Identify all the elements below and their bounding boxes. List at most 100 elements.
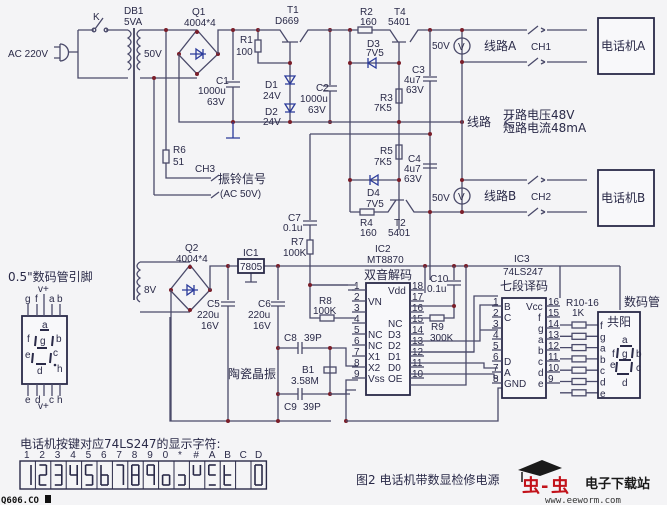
- ic1-regulator: [237, 258, 265, 274]
- ic2-pin-name: NC: [388, 319, 402, 330]
- short-current-label: 短路电流48mA: [503, 120, 587, 135]
- voltmeter-b: V: [453, 187, 471, 205]
- ic2-pin-name: NC: [368, 330, 382, 341]
- r3-value: 7K5: [374, 103, 392, 114]
- resistor: [571, 332, 587, 340]
- pinout-vplus-top: v+: [38, 284, 49, 295]
- disp-seg-g: g: [622, 349, 628, 360]
- secondary-50v: 50V: [144, 49, 162, 60]
- c4-voltage: 63V: [404, 174, 422, 185]
- resistor: [571, 389, 587, 397]
- keymap-key-label: C: [240, 450, 247, 461]
- c9-ref: C9: [284, 402, 297, 413]
- r4-value: 160: [360, 228, 377, 239]
- ring-signal-sub: (AC 50V): [220, 189, 261, 200]
- ic2-pin-num: 14: [412, 325, 424, 336]
- ch1-label: CH1: [531, 42, 551, 53]
- transformer-db1: [126, 28, 142, 303]
- switch-k[interactable]: [91, 17, 109, 33]
- c5-voltage: 16V: [201, 321, 219, 332]
- disp-seg-b: b: [636, 349, 642, 360]
- q1-ref: Q1: [192, 7, 206, 18]
- pin-seg-b: b: [56, 334, 62, 345]
- ic2-pin-num: 5: [354, 325, 360, 336]
- resistor-pack-r10-16: [560, 321, 598, 397]
- d4-value: 7V5: [366, 199, 384, 210]
- line-label: 线路: [467, 114, 491, 129]
- q2-ref: Q2: [185, 243, 199, 254]
- figure-caption: 图2 电话机带数显检修电源: [356, 472, 499, 487]
- ic1-value: 7805: [240, 262, 263, 273]
- d2-ref: D2: [265, 107, 278, 118]
- c10-value: 0.1u: [427, 284, 446, 295]
- line-a-label: 线路A: [484, 38, 517, 53]
- pinout-top-pin: g: [25, 294, 31, 305]
- c5-ref: C5: [207, 299, 220, 310]
- db1-rating: 5VA: [124, 17, 142, 28]
- phone-a-label: 电话机A: [601, 39, 646, 53]
- c3-voltage: 63V: [406, 85, 424, 96]
- ic3-pin-num: 15: [548, 308, 560, 319]
- r9-ref: R9: [431, 322, 444, 333]
- crystal-label: 陶瓷晶振: [228, 366, 276, 381]
- ic2-pin-name: Vss: [368, 374, 385, 385]
- keymap-key-label: 2: [39, 450, 45, 461]
- ic3-ref: IC3: [514, 254, 530, 265]
- pinout-top-pin: f: [35, 294, 38, 305]
- display-pin-label: d: [600, 378, 606, 389]
- ic1-ref: IC1: [243, 248, 259, 259]
- ic2-pin-name: NC: [368, 341, 382, 352]
- ic3-pin-num: 11: [548, 352, 559, 363]
- d1-ref: D1: [265, 80, 278, 91]
- svg-text:虫: 虫: [522, 475, 540, 497]
- ic2-pin-num: 8: [354, 358, 360, 369]
- pin-seg-f: f: [27, 334, 30, 345]
- ch2-switch[interactable]: [527, 175, 547, 217]
- c1-voltage: 63V: [207, 97, 225, 108]
- display-pin-label: e: [600, 389, 606, 400]
- ic3-pin-num: 3: [493, 319, 499, 330]
- t1-ref: T1: [287, 5, 299, 16]
- resistor: [571, 321, 587, 329]
- r7-ref: R7: [291, 237, 304, 248]
- ic3-pin-num: 12: [548, 341, 560, 352]
- display-pin-label: c: [600, 366, 605, 377]
- t2-value: 5401: [388, 228, 411, 239]
- pin-seg-a: a: [42, 320, 48, 331]
- c1-ref: C1: [216, 76, 229, 87]
- ic2-pin-num: 17: [412, 292, 424, 303]
- disp-seg-f: f: [612, 349, 615, 360]
- ic2-pin-num: 18: [412, 281, 424, 292]
- c7-value: 0.1u: [283, 223, 302, 234]
- pinout-bottom-pin: c: [49, 395, 54, 406]
- watermark-brand: 电子下载站: [585, 476, 650, 492]
- c2-value: 1000u: [300, 94, 328, 105]
- keymap-key-label: A: [209, 450, 216, 461]
- ic3-pin-num: 5: [493, 341, 499, 352]
- c10-ref: C10: [430, 274, 449, 285]
- keymap-key-label: #: [193, 450, 199, 461]
- zener-d1-d2: [283, 75, 297, 114]
- q1-value: 4004*4: [184, 18, 216, 29]
- keymap-key-label: 5: [86, 450, 92, 461]
- ic3-pin-num: 14: [548, 319, 560, 330]
- disp-seg-a: a: [622, 335, 628, 346]
- r8-value: 100K: [313, 306, 337, 317]
- c3-value: 4u7: [404, 75, 421, 86]
- ch1-switch[interactable]: [527, 25, 547, 67]
- pinout-vplus-bottom: v+: [38, 401, 49, 412]
- ic2-pin-num: 15: [412, 314, 424, 325]
- svg-text:V: V: [458, 42, 465, 53]
- ic2-pin-name: D2: [388, 341, 401, 352]
- disp-seg-d: d: [622, 378, 628, 389]
- c3-ref: C3: [412, 65, 425, 76]
- pin-seg-c: c: [53, 348, 58, 359]
- watermark-left: Q606.CO: [1, 496, 40, 505]
- ic2-part: MT8870: [367, 255, 404, 266]
- ic3-pin-name: GND: [504, 379, 526, 390]
- ic3-pin-num: 13: [548, 330, 560, 341]
- ic3-pin-name: B: [504, 302, 511, 313]
